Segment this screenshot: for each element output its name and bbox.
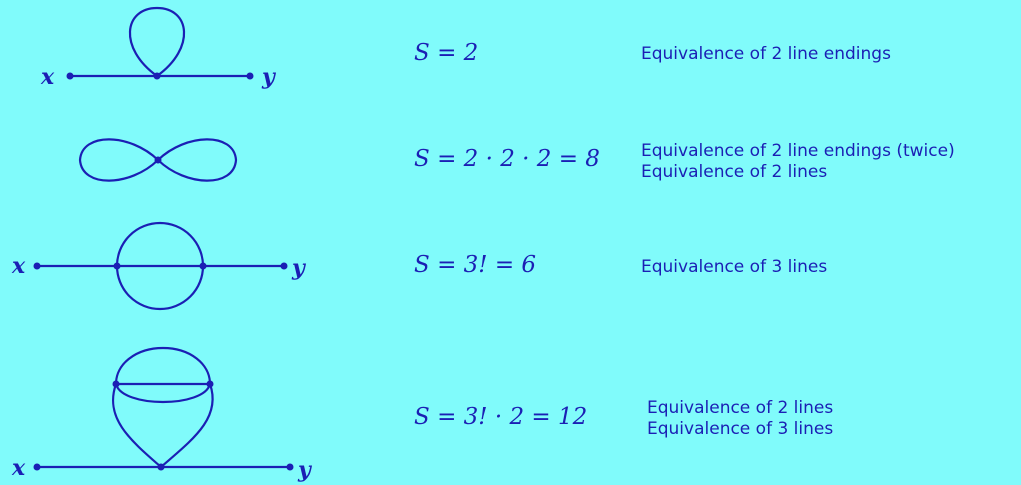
label-y: y <box>297 457 313 483</box>
symmetry-factor-formula: S = 3! · 2 = 12 <box>414 404 588 430</box>
vertex-dot <box>199 262 207 270</box>
vertex-dot <box>153 72 161 80</box>
label-x: x <box>11 455 26 481</box>
explanation-line: Equivalence of 2 line endings (twice) <box>641 141 955 161</box>
explanation-line: Equivalence of 2 lines <box>641 162 828 183</box>
label-y: y <box>261 64 277 90</box>
nested-diagram <box>35 346 292 469</box>
lower-arc <box>114 382 212 404</box>
label-y: y <box>291 255 307 281</box>
left-loop <box>78 138 160 182</box>
right-loop <box>156 138 238 182</box>
sunset-diagram <box>35 221 286 311</box>
symmetry-factor-formula: S = 2 <box>414 40 479 66</box>
vertex-dot <box>154 156 162 164</box>
label-x: x <box>40 64 55 90</box>
vertex-dot <box>246 72 254 80</box>
vertex-dot <box>157 463 165 471</box>
left-side-line <box>111 382 163 469</box>
vertex-dot <box>206 380 214 388</box>
vertex-dot <box>112 380 120 388</box>
self-loop <box>128 6 186 78</box>
explanation-line: Equivalence of 3 lines <box>641 257 828 277</box>
explanation-text: Equivalence of 3 lines <box>641 257 827 278</box>
symmetry-factor-formula: S = 2 · 2 · 2 = 8 <box>414 146 600 172</box>
explanation-line: Equivalence of 2 lines <box>647 398 834 418</box>
vertex-dot <box>113 262 121 270</box>
explanation-text: Equivalence of 2 lines Equivalence of 3 … <box>647 398 833 441</box>
explanation-text: Equivalence of 2 line endings <box>641 44 891 65</box>
explanation-text: Equivalence of 2 line endings (twice) Eq… <box>641 141 955 184</box>
vertex-dot <box>33 463 41 471</box>
symmetry-factor-formula: S = 3! = 6 <box>414 252 537 278</box>
explanation-line: Equivalence of 3 lines <box>647 419 834 440</box>
explanation-line: Equivalence of 2 line endings <box>641 44 891 64</box>
right-side-line <box>159 382 214 469</box>
label-x: x <box>11 253 26 279</box>
vertex-dot <box>66 72 74 80</box>
vertex-dot <box>33 262 41 270</box>
tadpole-diagram <box>68 6 252 78</box>
vertex-dot <box>280 262 288 270</box>
upper-arc <box>114 346 212 386</box>
figure-eight-diagram <box>78 138 238 182</box>
vertex-dot <box>286 463 294 471</box>
